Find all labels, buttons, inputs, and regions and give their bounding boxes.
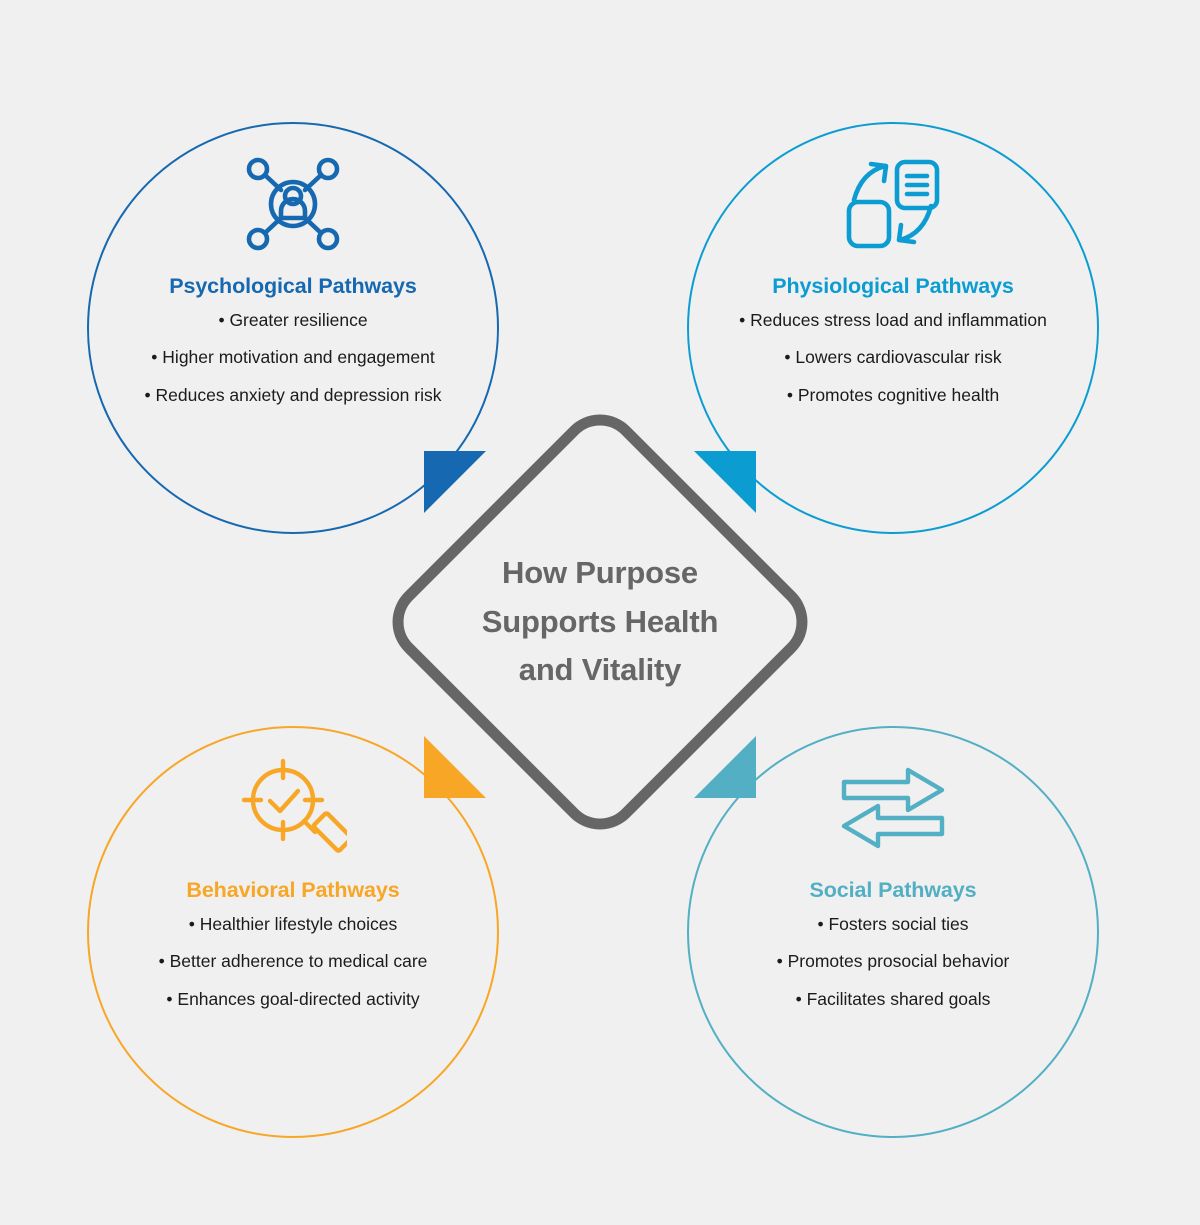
center-title-line-2: Supports Health xyxy=(481,603,719,639)
target-magnifier-check-icon xyxy=(239,758,347,858)
bullet-item: Reduces anxiety and depression risk xyxy=(83,386,503,405)
node-bullet-list: Reduces stress load and inflammation Low… xyxy=(683,311,1103,425)
node-psychological[interactable]: Psychological Pathways Greater resilienc… xyxy=(87,122,499,534)
bullet-item: Promotes prosocial behavior xyxy=(683,952,1103,971)
node-title: Psychological Pathways xyxy=(169,274,417,298)
center-title: How Purpose Supports Health and Vitality xyxy=(371,393,829,851)
node-behavioral[interactable]: Behavioral Pathways Healthier lifestyle … xyxy=(87,726,499,1138)
bullet-item: Better adherence to medical care xyxy=(83,952,503,971)
bullet-item: Healthier lifestyle choices xyxy=(83,915,503,934)
node-title: Physiological Pathways xyxy=(772,274,1014,298)
bullet-item: Facilitates shared goals xyxy=(683,990,1103,1009)
arrow-behavioral-to-center xyxy=(424,736,486,798)
bullet-item: Higher motivation and engagement xyxy=(83,348,503,367)
center-title-line-1: How Purpose xyxy=(502,555,698,591)
person-network-icon xyxy=(241,154,345,254)
node-bullet-list: Fosters social ties Promotes prosocial b… xyxy=(683,915,1103,1029)
node-title: Behavioral Pathways xyxy=(186,878,400,902)
bullet-item: Enhances goal-directed activity xyxy=(83,990,503,1009)
node-title: Social Pathways xyxy=(809,878,977,902)
bullet-item: Reduces stress load and inflammation xyxy=(683,311,1103,330)
node-social[interactable]: Social Pathways Fosters social ties Prom… xyxy=(687,726,1099,1138)
bullet-item: Lowers cardiovascular risk xyxy=(683,348,1103,367)
two-way-arrows-icon xyxy=(838,758,948,858)
document-exchange-icon xyxy=(841,154,945,254)
node-bullet-list: Healthier lifestyle choices Better adher… xyxy=(83,915,503,1029)
arrow-psychological-to-center xyxy=(424,451,486,513)
bullet-item: Greater resilience xyxy=(83,311,503,330)
center-diamond[interactable]: How Purpose Supports Health and Vitality xyxy=(371,393,829,851)
center-title-line-3: and Vitality xyxy=(518,652,682,688)
bullet-item: Fosters social ties xyxy=(683,915,1103,934)
arrow-social-to-center xyxy=(694,736,756,798)
node-physiological[interactable]: Physiological Pathways Reduces stress lo… xyxy=(687,122,1099,534)
node-bullet-list: Greater resilience Higher motivation and… xyxy=(83,311,503,425)
arrow-physiological-to-center xyxy=(694,451,756,513)
bullet-item: Promotes cognitive health xyxy=(683,386,1103,405)
